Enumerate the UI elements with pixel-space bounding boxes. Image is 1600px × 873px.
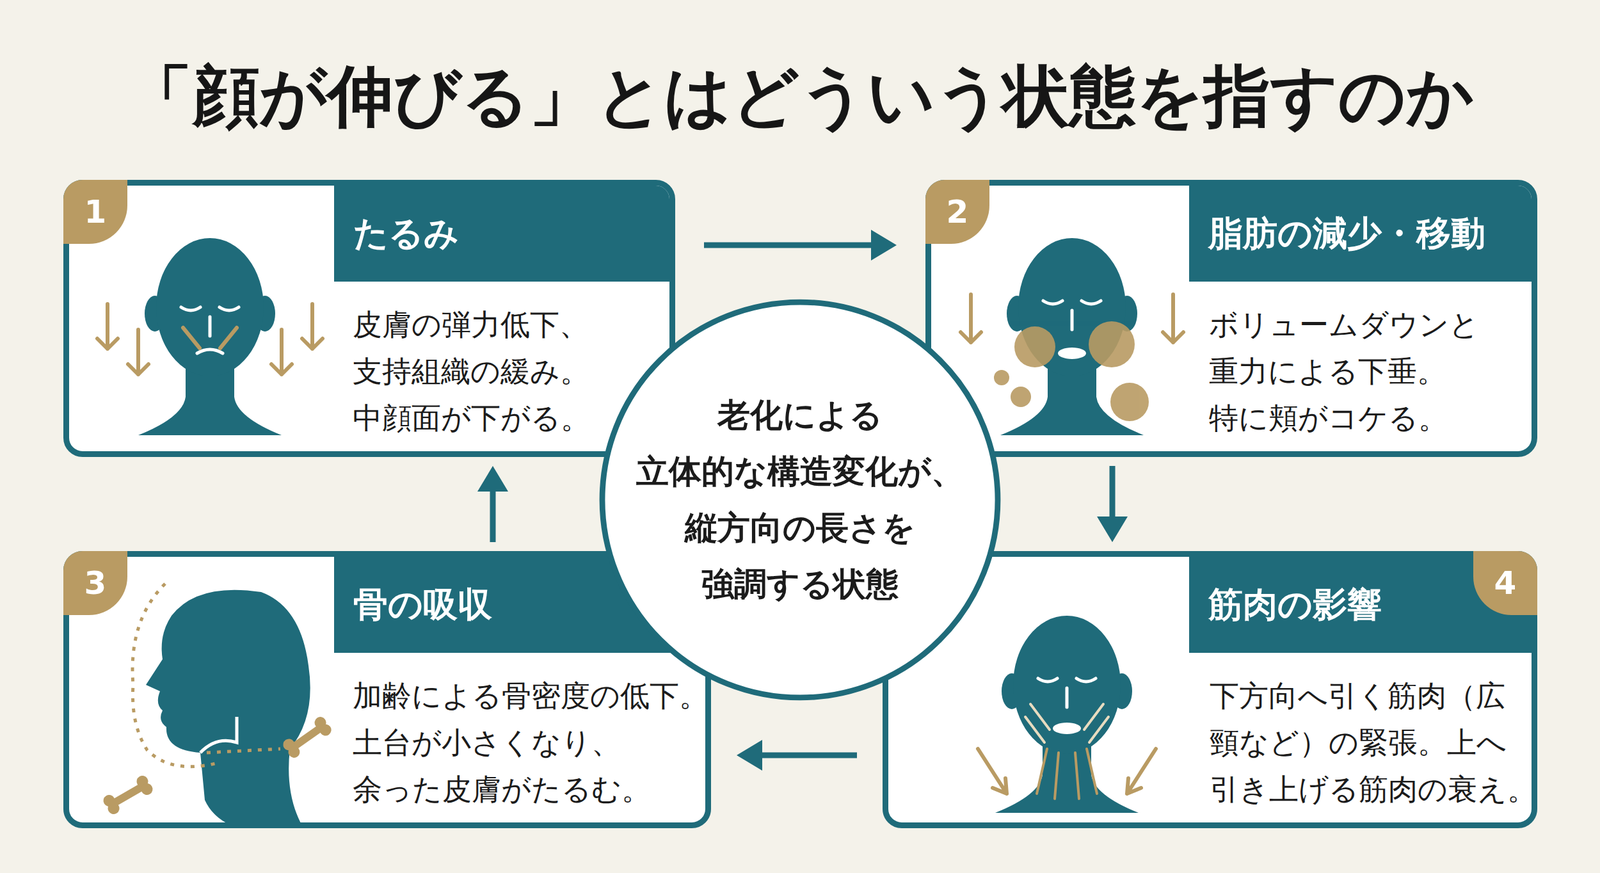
flow-arrow — [477, 465, 509, 543]
arrow-line — [490, 488, 496, 543]
arrow-line — [704, 242, 874, 249]
arrow-head — [1096, 516, 1128, 543]
box-heading: たるみ — [334, 185, 670, 282]
process-box: たるみ皮膚の弾力低下、 支持組織の緩み。 中顔面が下がる。 — [63, 179, 676, 457]
arrow-head — [871, 229, 897, 261]
circle-shape — [602, 302, 998, 698]
arrow-line — [1109, 465, 1116, 520]
box-body: 下方向へ引く筋肉（広 頸など）の緊張。上へ 引き上げる筋肉の衰え。 — [1209, 672, 1538, 813]
flow-arrow — [1096, 465, 1128, 543]
center-circle: 老化による 立体的な構造変化が、 縦方向の長さを 強調する状態 — [599, 298, 1001, 701]
arrow-head — [736, 739, 763, 771]
box-body: ボリュームダウンと 重力による下垂。 特に頬がコケる。 — [1208, 301, 1538, 442]
flow-arrow — [704, 229, 897, 261]
box-heading: 脂肪の減少・移動 — [1189, 185, 1532, 282]
box-body: 加齢による骨密度の低下。 土台が小さくなり、 余った皮膚がたるむ。 — [352, 672, 712, 813]
circle-text: 老化による 立体的な構造変化が、 縦方向の長さを 強調する状態 — [627, 387, 973, 613]
arrow-line — [759, 752, 857, 759]
diagram-title: 「顔が伸びる」とはどういう状態を指すのか — [0, 56, 1600, 137]
circle-outline — [599, 298, 1001, 701]
flow-arrow — [736, 739, 857, 771]
process-box: 骨の吸収加齢による骨密度の低下。 土台が小さくなり、 余った皮膚がたるむ。 — [63, 551, 712, 829]
process-box: 筋肉の影響下方向へ引く筋肉（広 頸など）の緊張。上へ 引き上げる筋肉の衰え。 — [882, 551, 1538, 829]
arrow-head — [477, 465, 509, 492]
process-box: 脂肪の減少・移動ボリュームダウンと 重力による下垂。 特に頬がコケる。 — [925, 179, 1538, 457]
